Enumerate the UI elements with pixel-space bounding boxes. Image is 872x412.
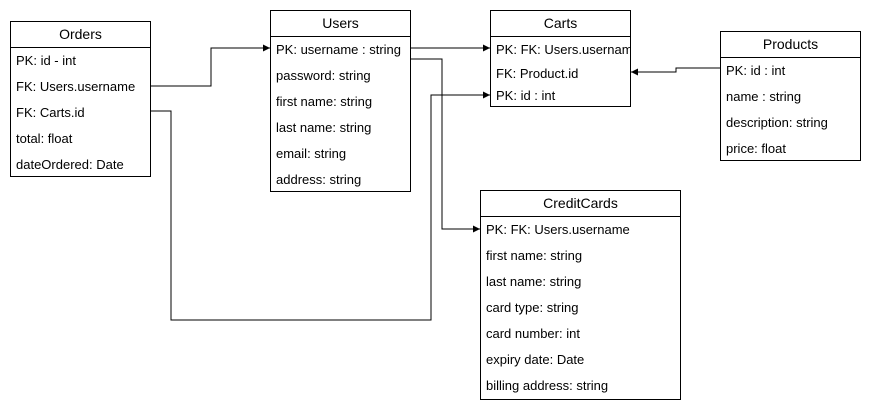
field-row: total: float [16,131,73,146]
entity-users[interactable]: Users PK: username : string password: st… [270,10,411,192]
field-row: first name: string [486,248,583,263]
field-row: last name: string [276,120,372,135]
entity-title: Products [721,32,860,58]
field-row: PK: FK: Users.username [486,222,630,237]
field-row: name : string [726,89,802,104]
field-row: last name: string [486,274,582,289]
field-row: FK: Users.username [16,79,136,94]
field-row: first name: string [276,94,373,109]
entity-creditcards[interactable]: CreditCards PK: FK: Users.username first… [480,190,681,400]
field-row: price: float [726,141,786,156]
connector-users-creditcards [411,58,480,233]
field-row: FK: Product.id [496,66,579,81]
entity-title: Carts [491,11,630,37]
entity-products[interactable]: Products PK: id : int name : string desc… [720,31,861,161]
entity-carts[interactable]: Carts PK: FK: Users.username FK: Product… [490,10,631,107]
field-row: PK: id - int [16,53,76,68]
field-row: email: string [276,146,347,161]
field-row: dateOrdered: Date [16,157,124,172]
field-row: card type: string [486,300,579,315]
connector-orders-users [151,44,270,87]
field-row: PK: FK: Users.username [496,42,630,57]
entity-title: Users [271,11,410,37]
entity-title: CreditCards [481,191,680,217]
field-row: billing address: string [486,378,609,393]
entity-orders[interactable]: Orders PK: id - int FK: Users.username F… [10,21,151,177]
field-row: PK: username : string [276,42,401,57]
connector-products-carts [631,67,720,76]
entity-title: Orders [11,22,150,48]
field-row: password: string [276,68,371,83]
field-row: description: string [726,115,828,130]
field-row: PK: id : int [726,63,786,78]
field-row: address: string [276,172,362,187]
field-row: expiry date: Date [486,352,585,367]
field-row: FK: Carts.id [16,105,85,120]
field-row: PK: id : int [496,88,556,103]
field-row: card number: int [486,326,580,341]
